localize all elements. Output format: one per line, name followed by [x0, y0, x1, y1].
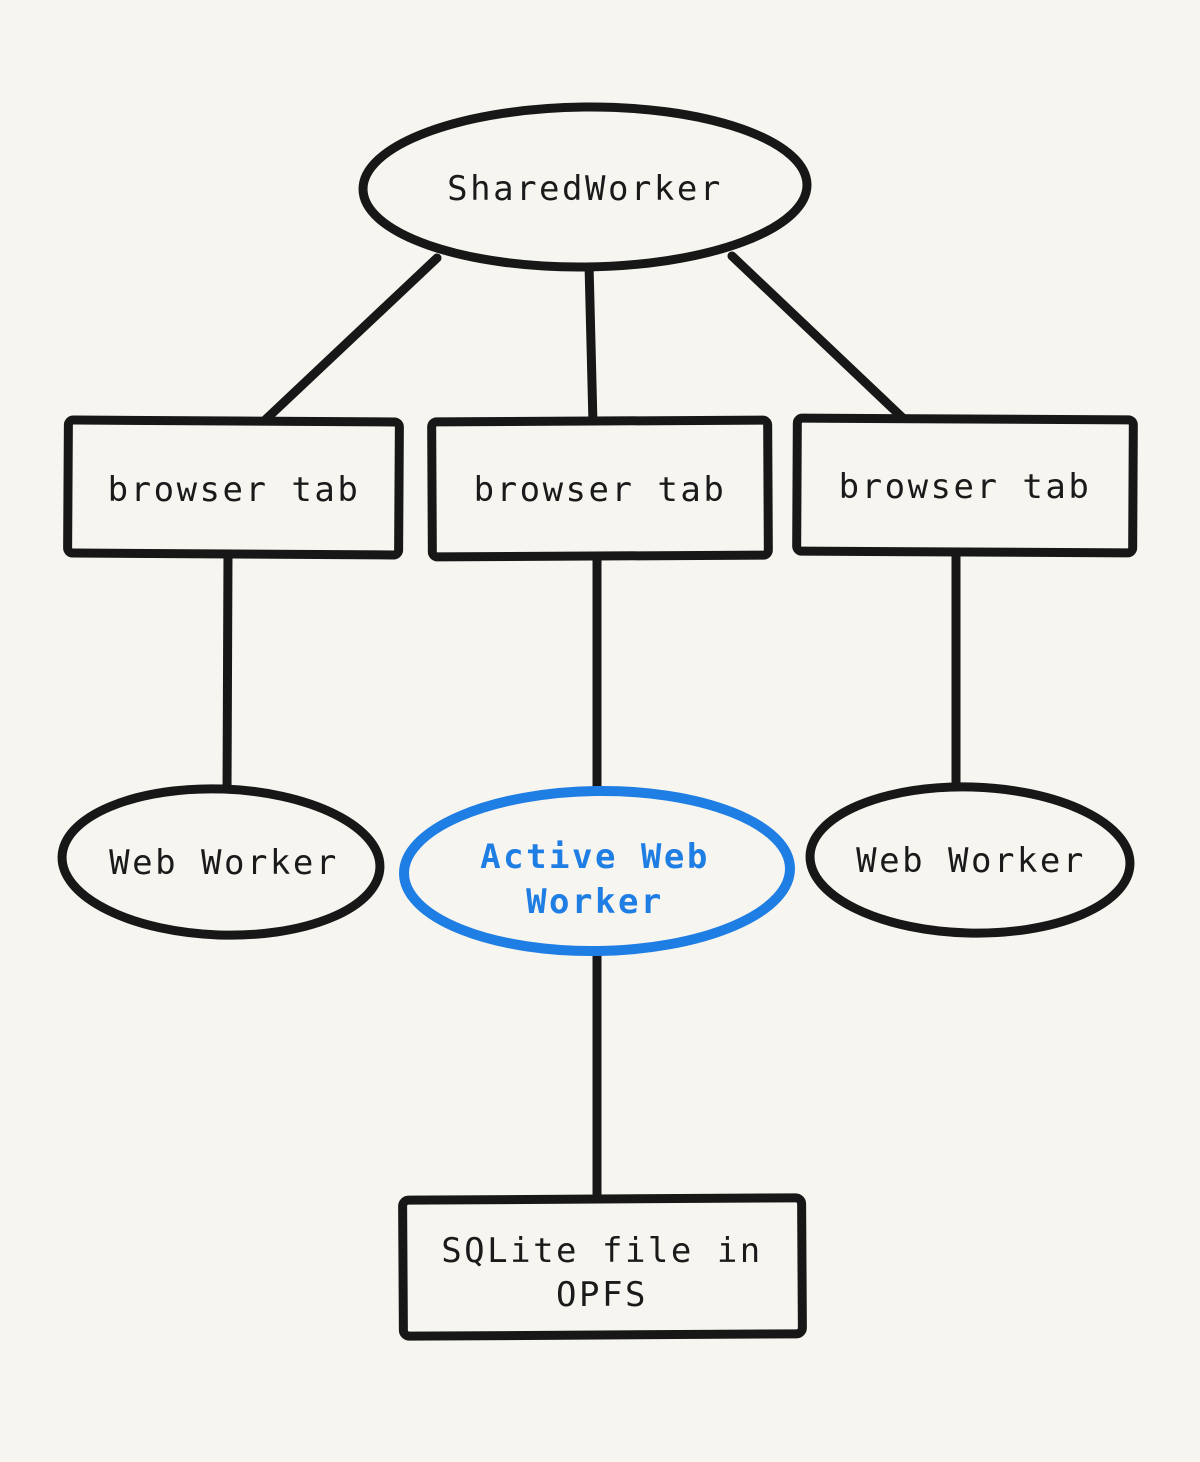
web-worker-right-ellipse — [805, 782, 1135, 938]
edge-sharedworker-tab-left — [258, 253, 442, 427]
web-worker-right-label: Web Worker — [856, 841, 1086, 881]
browser-tab-middle-rect — [427, 415, 773, 562]
browser-tab-left-rect — [63, 415, 404, 560]
browser-tab-right-label: browser tab — [839, 467, 1092, 507]
active-web-worker-ellipse — [399, 785, 795, 957]
web-worker-left-ellipse — [57, 784, 385, 940]
browser-tab-left-node: browser tab — [63, 415, 404, 560]
active-web-worker-node: Active Web Worker — [399, 785, 795, 957]
sqlite-opfs-label-line1: SQLite file in — [441, 1231, 763, 1271]
browser-tab-right-node: browser tab — [792, 413, 1138, 558]
edge-sharedworker-tab-middle — [584, 259, 598, 429]
shared-worker-ellipse — [358, 102, 812, 272]
sqlite-opfs-label-line2: OPFS — [556, 1275, 648, 1315]
browser-tab-left-label: browser tab — [108, 470, 361, 510]
sqlite-opfs-rect — [398, 1193, 807, 1341]
shared-worker-label: SharedWorker — [447, 169, 723, 209]
active-web-worker-label-line1: Active Web — [480, 837, 710, 877]
browser-tab-middle-node: browser tab — [427, 415, 773, 562]
browser-tab-right-rect — [792, 413, 1138, 558]
web-worker-right-node: Web Worker — [805, 782, 1135, 938]
web-worker-left-label: Web Worker — [109, 843, 339, 883]
browser-tab-middle-label: browser tab — [474, 470, 727, 510]
active-web-worker-label-line2: Worker — [526, 882, 664, 922]
edges — [222, 251, 961, 1208]
web-worker-left-node: Web Worker — [57, 784, 385, 940]
edge-sharedworker-tab-right — [727, 251, 912, 427]
sqlite-opfs-node: SQLite file in OPFS — [398, 1193, 807, 1341]
shared-worker-node: SharedWorker — [358, 102, 812, 272]
edge-tab-left-worker-left — [222, 547, 233, 799]
